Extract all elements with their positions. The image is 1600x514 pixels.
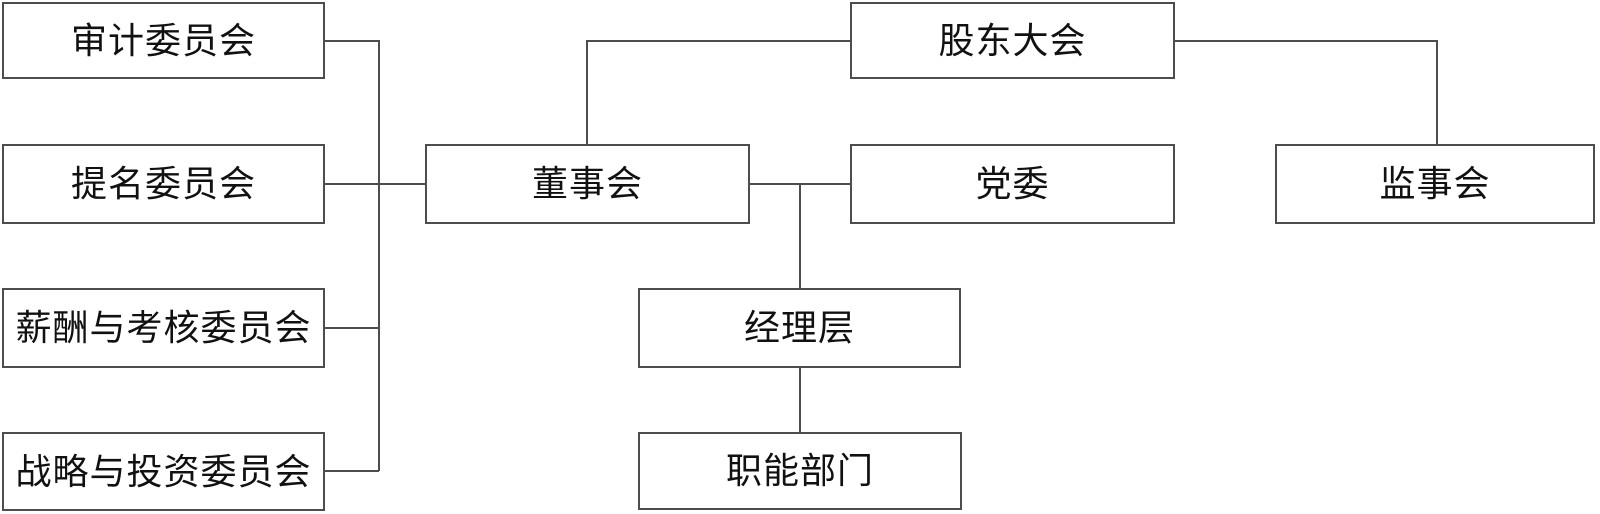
node-remuneration-committee: 薪酬与考核委员会 (2, 288, 325, 368)
connector-shareholders-to-supervisory (1174, 40, 1438, 144)
node-nomination-committee: 提名委员会 (2, 144, 325, 224)
node-functional-departments: 职能部门 (638, 432, 962, 510)
node-board-of-directors: 董事会 (425, 144, 750, 224)
node-strategy-committee-label: 战略与投资委员会 (15, 450, 312, 492)
node-board-of-directors-label: 董事会 (531, 163, 643, 204)
node-party-committee: 党委 (850, 144, 1175, 224)
node-supervisory-board-label: 监事会 (1379, 163, 1491, 204)
node-nomination-committee-label: 提名委员会 (70, 163, 256, 204)
node-strategy-committee: 战略与投资委员会 (2, 432, 325, 511)
connector-shareholders-to-board (586, 40, 850, 144)
node-audit-committee-label: 审计委员会 (70, 19, 256, 61)
node-party-committee-label: 党委 (975, 163, 1050, 204)
node-functional-departments-label: 职能部门 (725, 450, 874, 491)
node-remuneration-committee-label: 薪酬与考核委员会 (15, 307, 312, 348)
node-shareholders-meeting: 股东大会 (850, 2, 1175, 79)
node-shareholders-meeting-label: 股东大会 (938, 19, 1087, 61)
node-audit-committee: 审计委员会 (2, 2, 325, 79)
node-supervisory-board: 监事会 (1275, 144, 1595, 224)
node-management-layer: 经理层 (638, 288, 961, 368)
node-management-layer-label: 经理层 (743, 307, 855, 348)
